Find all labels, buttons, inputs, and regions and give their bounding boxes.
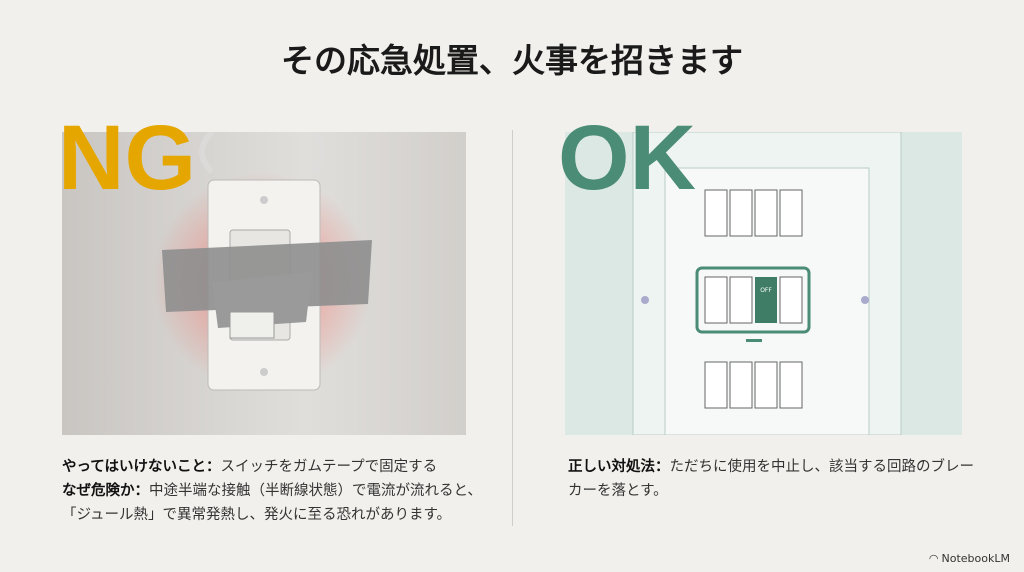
correct-text: ただちに使用を中止し、該当する回路のブレーカーを落とす。 (568, 459, 974, 499)
breaker-off-text: OFF (760, 287, 772, 294)
dont-label: やってはいけないこと： (62, 459, 221, 475)
notebooklm-icon: ◠ (928, 552, 939, 565)
breaker-panel-illustration: OFF (565, 132, 962, 435)
ng-label: NG (58, 107, 196, 209)
dont-text: スイッチをガムテープで固定する (220, 459, 438, 475)
taped-switch-illustration (62, 132, 466, 435)
ok-label: OK (558, 107, 696, 209)
brand-name: NotebookLM (941, 552, 1010, 565)
why-text: 中途半端な接触（半断線状態）で電流が流れると、「ジュール熱」で異常発熱し、発火に… (62, 483, 482, 523)
divider (512, 130, 513, 526)
why-label: なぜ危険か： (62, 483, 149, 499)
ok-description: 正しい対処法：ただちに使用を中止し、該当する回路のブレーカーを落とす。 (568, 455, 988, 503)
brand-watermark: ◠ NotebookLM (929, 552, 1010, 565)
slide-title: その応急処置、火事を招きます (281, 41, 743, 80)
ng-description: やってはいけないこと：スイッチをガムテープで固定する なぜ危険か：中途半端な接触… (62, 455, 482, 527)
correct-label: 正しい対処法： (568, 459, 670, 475)
